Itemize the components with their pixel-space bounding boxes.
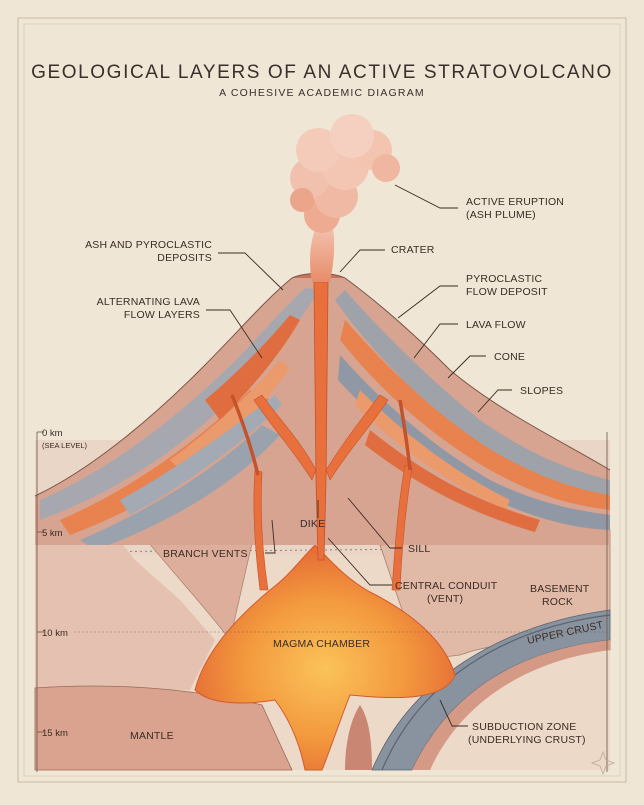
label-flow-layers: FLOW LAYERS — [124, 309, 200, 321]
label-crater: CRATER — [391, 244, 435, 256]
stratum-line-5km — [34, 547, 611, 553]
label-sill: SILL — [408, 543, 430, 555]
label-cone: CONE — [494, 351, 525, 363]
left-branch-vent — [253, 469, 269, 591]
outer-frame — [17, 17, 627, 783]
depth-tick-10km: 10 km — [42, 628, 68, 639]
right-branch-dike — [325, 394, 389, 481]
label-active-eruption: ACTIVE ERUPTION — [466, 196, 564, 208]
depth-tick-15km: 15 km — [42, 728, 68, 739]
leader-lines — [206, 184, 512, 727]
upper-crust-line — [381, 614, 611, 771]
right-branch-vent — [391, 464, 413, 591]
label-central-conduit: CENTRAL CONDUIT — [395, 580, 498, 592]
mantle-pocket — [345, 705, 372, 770]
label-magma-chamber: MAGMA CHAMBER — [273, 638, 370, 650]
depth-tick-0km: 0 km — [42, 428, 63, 439]
label-ash-plume: (ASH PLUME) — [466, 209, 536, 221]
left-branch-dike — [253, 394, 317, 481]
label-ash-deposits: DEPOSITS — [157, 252, 212, 264]
label-branch-vents: BRANCH VENTS — [163, 548, 248, 560]
sea-level-label: (SEA LEVEL) — [42, 441, 88, 450]
label-underlying-crust: (UNDERLYING CRUST) — [468, 734, 586, 746]
label-basement: BASEMENT — [530, 583, 590, 595]
magma-chamber — [194, 544, 456, 771]
label-rock: ROCK — [542, 596, 573, 608]
label-subduction-zone: SUBDUCTION ZONE — [472, 721, 577, 733]
label-vent: (VENT) — [427, 593, 463, 605]
label-pyroclastic: PYROCLASTIC — [466, 273, 543, 285]
ash-plume — [290, 114, 400, 282]
dike-upper-left — [230, 394, 260, 476]
sparkle-icon — [590, 750, 616, 776]
depth-scale — [36, 431, 608, 772]
mantle — [34, 685, 293, 771]
depth-tick-5km: 5 km — [42, 528, 63, 539]
left-slope-outline — [34, 277, 293, 497]
label-flow-deposit: FLOW DEPOSIT — [466, 286, 548, 298]
label-slopes: SLOPES — [520, 385, 563, 397]
label-ash-pyroclastic: ASH AND PYROCLASTIC — [85, 239, 212, 251]
right-slope-outline — [344, 277, 611, 471]
label-alternating-lava: ALTERNATING LAVA — [97, 296, 200, 308]
label-mantle: MANTLE — [130, 730, 174, 742]
subduction-zone — [412, 640, 610, 770]
diagram-title: GEOLOGICAL LAYERS OF AN ACTIVE STRATOVOL… — [31, 62, 613, 83]
label-lava-flow: LAVA FLOW — [466, 319, 526, 331]
label-dike: DIKE — [300, 518, 325, 530]
dike-upper-right — [398, 399, 412, 471]
inner-frame — [23, 23, 621, 777]
diagram-subtitle: A COHESIVE ACADEMIC DIAGRAM — [219, 87, 425, 99]
left-crust-block — [35, 500, 215, 690]
